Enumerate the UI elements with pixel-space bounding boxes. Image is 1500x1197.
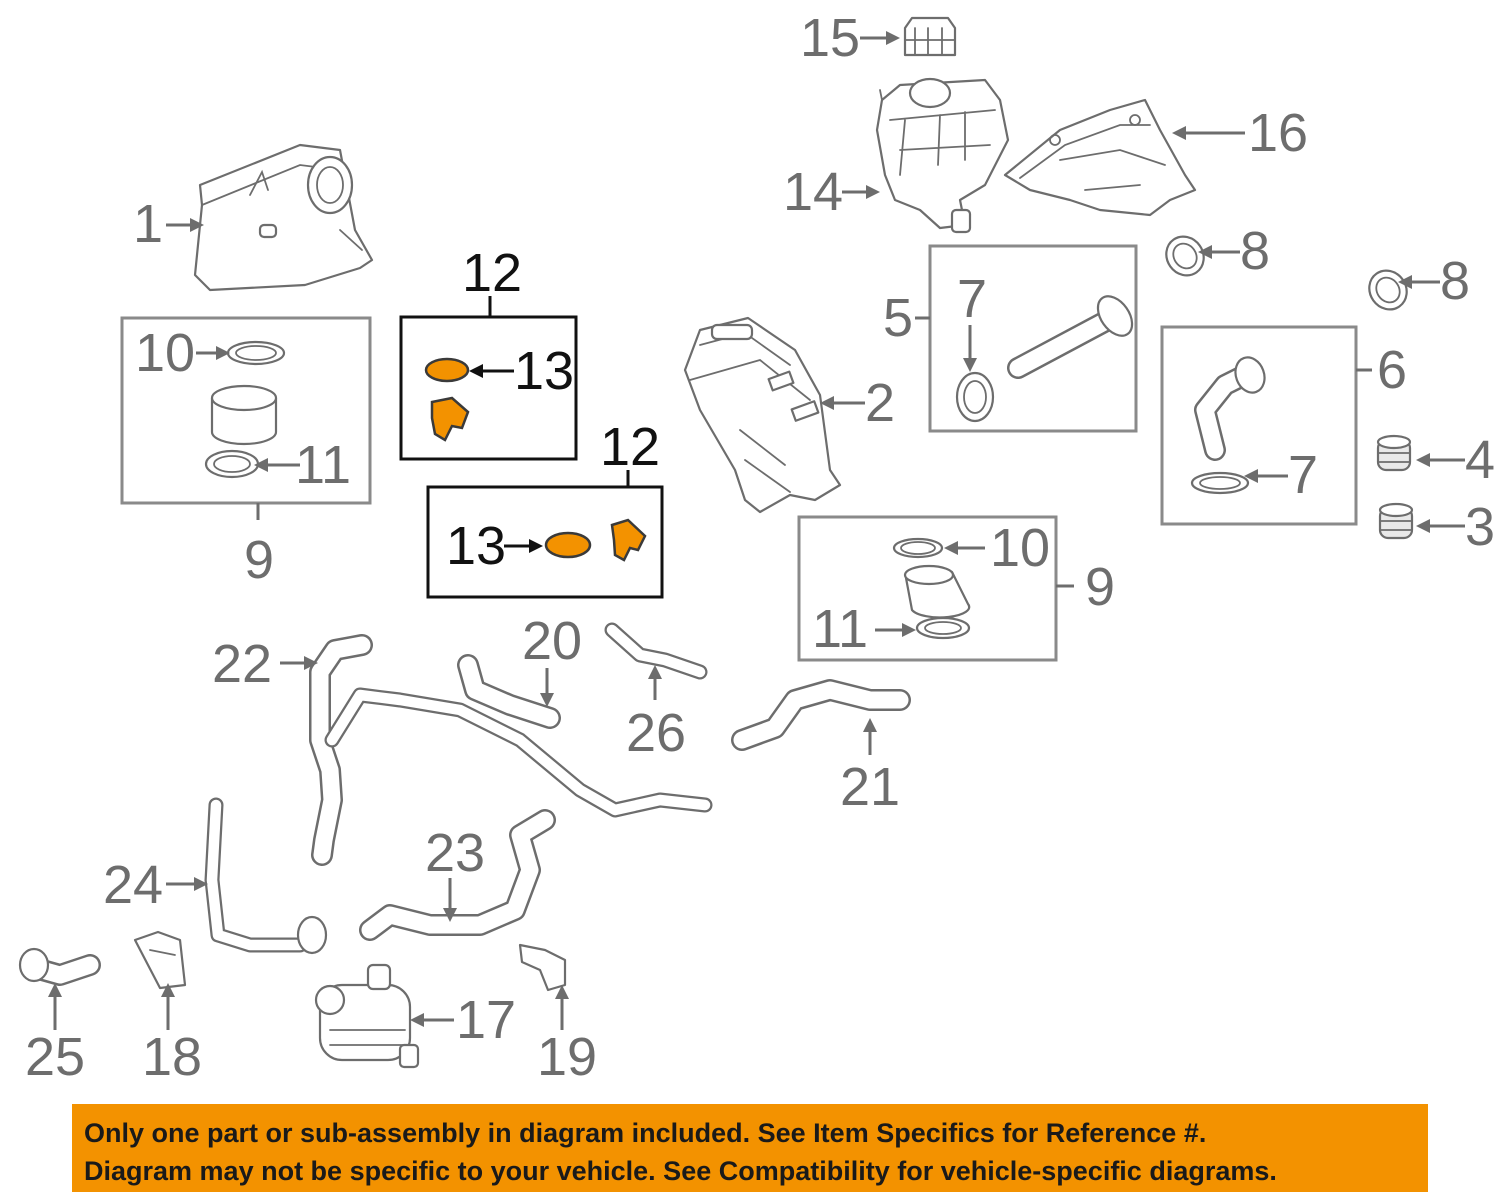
part-12-sensor-upper	[430, 396, 470, 442]
callout-7-box6: 7	[1288, 445, 1319, 505]
part-9-sleeve-right	[903, 564, 971, 619]
group-box-5	[928, 244, 1138, 433]
callout-4: 4	[1465, 430, 1496, 490]
callout-6: 6	[1377, 340, 1408, 400]
callout-22: 22	[212, 634, 273, 694]
callout-20: 20	[522, 611, 583, 671]
part-25-hose	[18, 947, 101, 986]
part-24-pipe	[204, 797, 328, 955]
part-6-elbow	[1194, 356, 1266, 461]
callout-10-left: 10	[135, 323, 196, 383]
part-13-gasket-lower	[544, 531, 592, 559]
callout-25: 25	[25, 1027, 86, 1087]
part-4-mount	[1376, 434, 1412, 472]
callout-16: 16	[1248, 103, 1309, 163]
callout-19: 19	[537, 1027, 598, 1087]
callout-7-box5: 7	[957, 269, 988, 329]
part-22-hose	[309, 634, 713, 866]
group-box-6	[1160, 325, 1358, 526]
part-12-sensor-lower	[610, 518, 647, 562]
group-box-9-left	[120, 316, 372, 505]
part-17-pump	[314, 963, 420, 1069]
callout-11-left: 11	[295, 435, 352, 495]
part-13-gasket-upper	[424, 357, 470, 383]
callout-13-lower: 13	[446, 516, 507, 576]
part-9-sleeve-left	[210, 384, 278, 446]
notice-line-1: Only one part or sub-assembly in diagram…	[84, 1118, 1207, 1148]
part-14-expansion-tank	[875, 77, 1010, 234]
leader-lines	[48, 31, 1465, 1030]
callout-23: 23	[425, 823, 486, 883]
callout-9-right: 9	[1085, 557, 1116, 617]
callout-21: 21	[840, 757, 901, 817]
group-box-9-right	[797, 515, 1058, 662]
part-7-clamp-box6	[1190, 471, 1250, 495]
callout-12-upper: 12	[462, 243, 523, 303]
callout-12-lower: 12	[600, 417, 661, 477]
part-11-clamp-left	[204, 449, 260, 479]
notice-banner: Only one part or sub-assembly in diagram…	[72, 1104, 1428, 1192]
leader-lines-highlight	[469, 296, 630, 553]
part-8-clamp-center	[1165, 235, 1205, 277]
part-18-bracket	[133, 930, 187, 990]
part-19-sensor	[518, 943, 567, 992]
callout-11-right: 11	[812, 599, 869, 659]
callout-5: 5	[883, 288, 914, 348]
callout-26: 26	[626, 703, 687, 763]
part-11-clamp-right	[915, 616, 971, 640]
part-7-clamp-box5	[955, 371, 995, 423]
callout-13-upper: 13	[514, 341, 575, 401]
part-23-hose	[359, 809, 556, 941]
part-26-hose	[604, 622, 708, 680]
notice-line-2: Diagram may not be specific to your vehi…	[84, 1156, 1277, 1186]
part-20-hose	[457, 654, 561, 729]
callout-1: 1	[133, 194, 164, 254]
part-2-intercooler	[683, 316, 842, 514]
callout-8-right: 8	[1440, 251, 1471, 311]
part-10-clamp-right	[892, 537, 944, 559]
callout-17: 17	[456, 990, 517, 1050]
part-15-cap	[903, 16, 957, 57]
callout-2: 2	[865, 373, 896, 433]
callout-3: 3	[1465, 497, 1496, 557]
callout-9-left: 9	[244, 530, 275, 590]
part-16-bracket	[1003, 98, 1197, 217]
callout-10-right: 10	[990, 518, 1051, 578]
part-1-intercooler	[193, 143, 374, 292]
callout-15: 15	[800, 8, 861, 68]
part-3-mount	[1378, 502, 1414, 540]
part-8-clamp-right	[1368, 269, 1408, 311]
part-5-duct	[1007, 295, 1134, 379]
callout-14: 14	[783, 162, 844, 222]
part-21-hose	[731, 679, 911, 751]
callout-8-center: 8	[1240, 221, 1271, 281]
callout-24: 24	[103, 855, 164, 915]
part-10-clamp-left	[226, 340, 286, 366]
callout-18: 18	[142, 1027, 203, 1087]
group-box-12-lower	[426, 485, 664, 599]
